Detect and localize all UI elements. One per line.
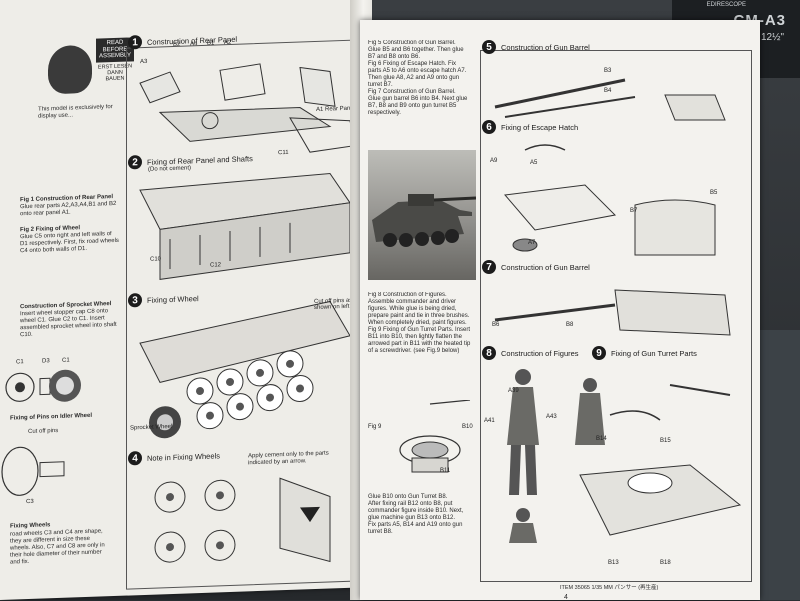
part-label: B13 bbox=[608, 560, 619, 566]
part-label: A4 bbox=[190, 41, 198, 48]
fig9-list-item: Fix parts A5, B14 and A19 onto gun turre… bbox=[368, 522, 463, 535]
fig5-7-text: Fig 5 Construction of Gun Barrel. Glue B… bbox=[368, 40, 468, 150]
right-page: Fig 5 Construction of Gun Barrel. Glue B… bbox=[360, 20, 760, 601]
fig8-text: Fig 8 Construction of Figures. Assemble … bbox=[368, 292, 470, 326]
part-label: B1 bbox=[207, 40, 215, 47]
step-number: 7 bbox=[482, 260, 496, 274]
boy-illustration bbox=[48, 44, 92, 95]
step6-header: 6 Fixing of Escape Hatch bbox=[482, 120, 578, 134]
part-label: B14 bbox=[596, 436, 607, 442]
fig5-text: road wheels C3 and C4 are shape, they ar… bbox=[10, 528, 105, 566]
part-label: B3 bbox=[604, 68, 612, 74]
step9-title: Fixing of Gun Turret Parts bbox=[611, 348, 697, 358]
gun-barrel-diagram bbox=[494, 78, 726, 121]
step7-title: Construction of Gun Barrel bbox=[501, 262, 590, 272]
step-number: 9 bbox=[592, 346, 606, 360]
part-label: C1 bbox=[62, 357, 70, 364]
fig6-text: Fig 6 Fixing of Escape Hatch. Fix parts … bbox=[368, 61, 467, 88]
fig9-list: Glue B10 onto Gun Turret B8. After fixin… bbox=[368, 494, 476, 536]
part-label: B8 bbox=[566, 322, 574, 328]
panther-tank-photo bbox=[368, 150, 476, 280]
cut-off-note: Cut off pins as shown on left bbox=[314, 297, 353, 312]
step2-title: Fixing of Rear Panel and Shafts bbox=[147, 153, 253, 167]
fig9-list-item: After fixing rail B12 onto B8, put comma… bbox=[368, 501, 464, 521]
shafts-diagram bbox=[139, 172, 351, 280]
part-label: A43 bbox=[546, 414, 557, 420]
step7-header: 7 Construction of Gun Barrel bbox=[482, 260, 590, 274]
turret-barrel-diagram bbox=[494, 289, 731, 336]
step9-header: 9 Fixing of Gun Turret Parts bbox=[592, 346, 697, 360]
fig7-text: Fig 7 Construction of Gun Barrel. Glue g… bbox=[368, 89, 468, 116]
step5-header: 5 Construction of Gun Barrel bbox=[482, 40, 590, 54]
commander-figure bbox=[507, 369, 539, 543]
part-label: B4 bbox=[604, 88, 612, 94]
part-label: B18 bbox=[660, 560, 671, 566]
b10-b11-diagram bbox=[399, 400, 471, 473]
step-number: 2 bbox=[128, 155, 142, 170]
step-number: 4 bbox=[128, 451, 142, 466]
right-steps-frame bbox=[480, 50, 752, 582]
box-small-text: EDIRESCOPE bbox=[706, 2, 746, 8]
part-label: A3 bbox=[140, 58, 148, 66]
wheel-note-diagram bbox=[154, 477, 331, 563]
step4-title: Note in Fixing Wheels bbox=[147, 450, 220, 463]
part-label: B6 bbox=[492, 322, 500, 328]
part-label: A7 bbox=[528, 240, 536, 246]
part-label: B15 bbox=[660, 438, 671, 444]
b11-label: B11 bbox=[440, 468, 451, 474]
step8-title: Construction of Figures bbox=[501, 348, 579, 358]
escape-hatch-diagram bbox=[504, 144, 716, 256]
fig9-list-item: Glue B10 onto Gun Turret B8. bbox=[368, 494, 448, 500]
part-label: B5 bbox=[710, 190, 718, 196]
part-label: C12 bbox=[210, 262, 222, 269]
fig8-9-text: Fig 8 Construction of Figures. Assemble … bbox=[368, 292, 472, 360]
fig2-text: Glue C5 onto right and left walls of D1 … bbox=[20, 231, 119, 255]
rear-panel-diagram bbox=[139, 63, 356, 153]
wheels-diagram bbox=[139, 300, 351, 439]
part-label: A2 bbox=[224, 39, 232, 47]
step-number: 5 bbox=[482, 40, 496, 54]
part-label: A5 bbox=[530, 160, 538, 166]
part-label: C10 bbox=[150, 256, 162, 263]
fig5-text: Fig 5 Construction of Gun Barrel. Glue B… bbox=[368, 40, 464, 60]
idler-wheel-diagram bbox=[1, 446, 65, 496]
step-number: 8 bbox=[482, 346, 496, 360]
part-label: C11 bbox=[278, 149, 289, 157]
page-number: 4 bbox=[564, 594, 568, 601]
fig1-text: Glue rear parts A2,A3,A4,B1 and B2 onto … bbox=[20, 200, 117, 218]
part-label: A39 bbox=[508, 388, 519, 394]
part-label: D3 bbox=[42, 358, 50, 365]
part-label: A9 bbox=[490, 158, 498, 164]
part-label: C1 bbox=[16, 359, 24, 366]
part-label: B7 bbox=[630, 208, 638, 214]
fig9-label: Fig 9 bbox=[368, 424, 382, 430]
left-page: READ BEFORE ASSEMBLY ERST LESEN DANN BAU… bbox=[0, 0, 366, 601]
step6-title: Fixing of Escape Hatch bbox=[501, 122, 579, 132]
intro-text: This model is exclusively for display us… bbox=[38, 104, 113, 120]
b10-label: B10 bbox=[462, 424, 473, 430]
part-label: B2 bbox=[173, 41, 181, 48]
sprocket-diagram bbox=[5, 369, 81, 402]
page-footer: ITEM 35065 1/35 MM パンサー (再生産) bbox=[560, 585, 659, 591]
turret-assembly-diagram bbox=[575, 378, 742, 536]
step-number: 1 bbox=[128, 35, 142, 50]
tank-silhouette bbox=[372, 194, 476, 247]
fig3-text: Insert wheel stopper cap C8 onto wheel C… bbox=[20, 308, 117, 339]
part-label: A41 bbox=[484, 418, 495, 424]
step8-header: 8 Construction of Figures bbox=[482, 346, 579, 360]
step-number: 6 bbox=[482, 120, 496, 134]
part-label: C3 bbox=[26, 498, 34, 506]
step5-title: Construction of Gun Barrel bbox=[501, 42, 590, 52]
fig9-text: Fig 9 Fixing of Gun Turret Parts. Insert… bbox=[368, 327, 471, 354]
